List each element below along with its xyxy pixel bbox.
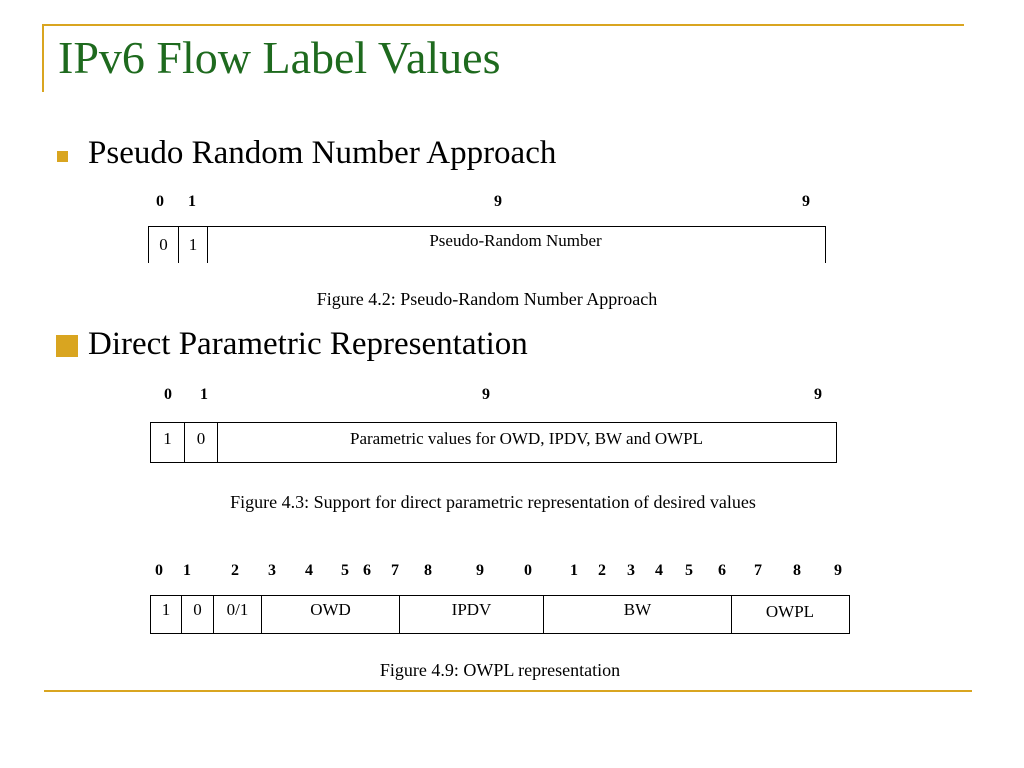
bit-label: 0	[155, 562, 163, 579]
field-cell: 0/1	[214, 596, 262, 633]
figure-2-caption: Figure 4.3: Support for direct parametri…	[230, 492, 756, 512]
field-cell: 0	[182, 596, 214, 633]
field-cell: 1	[151, 596, 182, 633]
bit-label: 1	[200, 386, 208, 403]
figure-1-bit-numbers: 0 1 9 9	[148, 193, 838, 213]
bit-label: 4	[655, 562, 663, 579]
field-cell: Parametric values for OWD, IPDV, BW and …	[350, 429, 703, 448]
figure-3-field-row: 1 0 0/1 OWD IPDV BW OWPL	[150, 595, 850, 634]
bit-label: 0	[164, 386, 172, 403]
field-cell: Pseudo-Random Number	[429, 231, 602, 250]
bit-label: 9	[494, 193, 502, 210]
field-cell: 0	[149, 227, 179, 263]
bit-label: 9	[814, 386, 822, 403]
bullet-pseudo-random: Pseudo Random Number Approach	[88, 135, 557, 171]
bit-label: 0	[524, 562, 532, 579]
figure-1-caption: Figure 4.2: Pseudo-Random Number Approac…	[316, 289, 658, 309]
bit-label: 3	[268, 562, 276, 579]
top-rule	[44, 24, 964, 26]
bit-label: 1	[183, 562, 191, 579]
bit-label: 0	[156, 193, 164, 210]
field-cell: IPDV	[400, 596, 544, 633]
bit-label: 4	[305, 562, 313, 579]
field-cell: 1	[179, 227, 208, 263]
bit-label: 9	[476, 562, 484, 579]
bit-label: 9	[482, 386, 490, 403]
field-cell: 1	[151, 423, 185, 462]
field-cell: OWD	[262, 596, 400, 633]
field-cell: OWPL	[765, 602, 815, 621]
figure-3-bit-numbers: 0 1 2 3 4 5 6 7 8 9 0 1 2 3 4 5 6 7 8 9	[150, 562, 850, 582]
bottom-rule	[44, 690, 972, 692]
left-accent-rule	[42, 24, 44, 92]
figure-2-field-row: 1 0 Parametric values for OWD, IPDV, BW …	[150, 422, 837, 463]
bit-label: 6	[363, 562, 371, 579]
figure-3-caption: Figure 4.9: OWPL representation	[379, 660, 621, 680]
bit-label: 2	[598, 562, 606, 579]
field-cell: BW	[544, 596, 732, 633]
bit-label: 7	[391, 562, 399, 579]
bit-label: 2	[231, 562, 239, 579]
bit-label: 5	[341, 562, 349, 579]
bit-label: 8	[424, 562, 432, 579]
slide-title: IPv6 Flow Label Values	[58, 32, 501, 83]
bullet-direct-parametric: Direct Parametric Representation	[88, 326, 528, 362]
bit-label: 3	[627, 562, 635, 579]
bit-label: 9	[802, 193, 810, 210]
bit-label: 8	[793, 562, 801, 579]
field-cell: 0	[185, 423, 218, 462]
figure-2-bit-numbers: 0 1 9 9	[150, 386, 840, 406]
bit-label: 5	[685, 562, 693, 579]
bit-label: 1	[188, 193, 196, 210]
bit-label: 6	[718, 562, 726, 579]
bit-label: 9	[834, 562, 842, 579]
bit-label: 1	[570, 562, 578, 579]
square-bullet-icon	[56, 335, 78, 357]
figure-1-field-row: 0 1 Pseudo-Random Number	[148, 226, 826, 263]
square-bullet-icon	[57, 151, 68, 162]
bit-label: 7	[754, 562, 762, 579]
